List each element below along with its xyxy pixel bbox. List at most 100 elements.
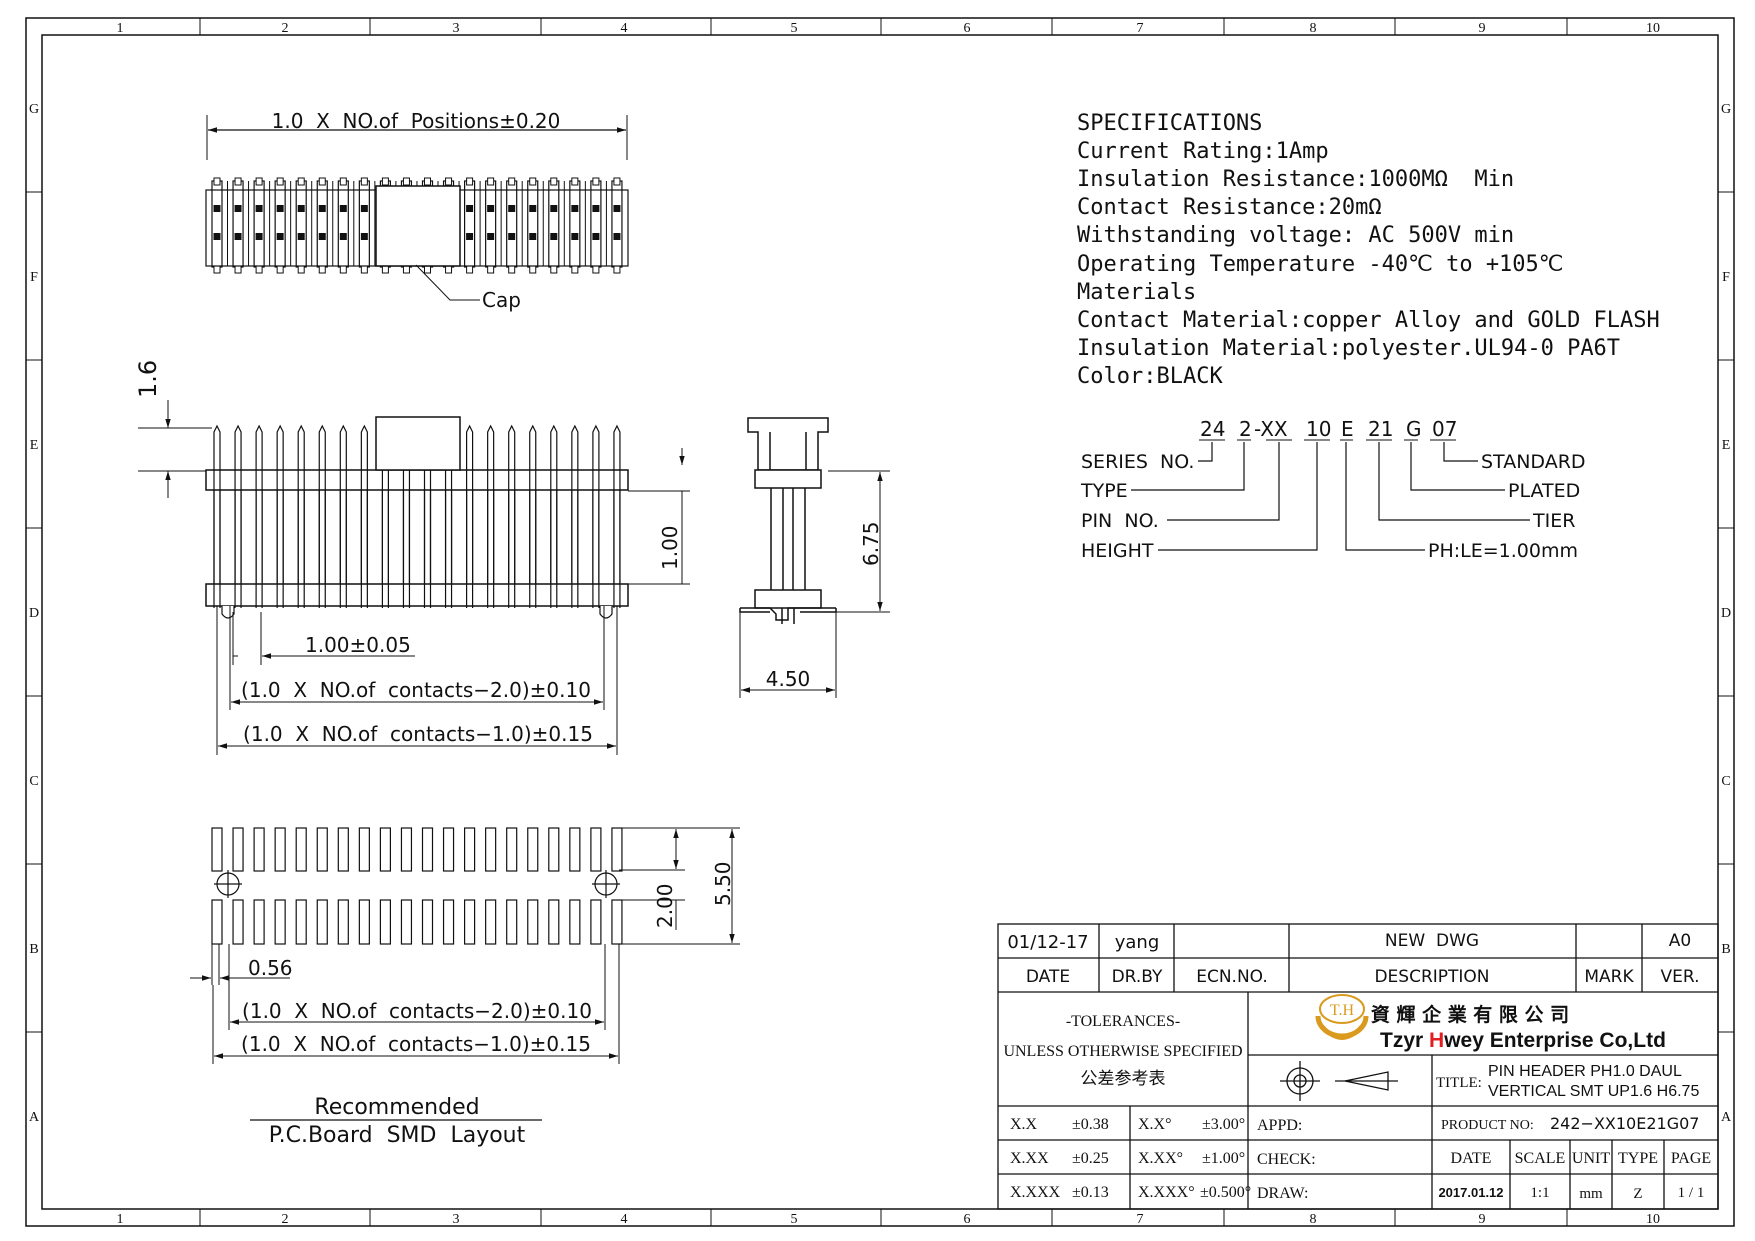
code-seg-height: E: [1341, 417, 1354, 441]
val-unit: mm: [1579, 1186, 1603, 1202]
top-pin-contact: [592, 205, 600, 212]
pcb-pad: [379, 899, 391, 945]
top-pin-body: [232, 180, 244, 268]
top-pin-tip: [424, 265, 431, 274]
zone-col-label: 10: [1646, 1212, 1660, 1227]
zone-col-label: 3: [453, 21, 460, 36]
top-pin-contact: [297, 205, 305, 212]
pcb-pad: [548, 827, 560, 872]
tol-a-2: X.XXX: [1010, 1184, 1061, 1201]
pcb-pad: [316, 827, 328, 872]
top-pin-contact: [234, 205, 242, 212]
pcb-pad: [358, 899, 370, 945]
pcb-pad: [611, 899, 623, 945]
contacts-1-dim-label: (1.0 X NO.of contacts−1.0)±0.15: [243, 722, 593, 746]
zone-col-label: 2: [282, 21, 289, 36]
code-seg-plated: G: [1406, 417, 1422, 441]
pcb-pad: [253, 827, 265, 872]
top-pin-tip: [402, 177, 410, 186]
pcb-pad: [590, 899, 602, 945]
pcb-pad: [527, 899, 539, 945]
zone-col-label: 4: [621, 21, 628, 36]
top-pin-tip: [276, 265, 284, 274]
rev-by: yang: [1115, 932, 1160, 953]
top-pin-body: [337, 180, 349, 268]
code-label-plated: PLATED: [1508, 480, 1580, 502]
hdr-mark: MARK: [1584, 967, 1634, 987]
top-pin-tip: [402, 265, 410, 274]
tolerances-unless: UNLESS OTHERWISE SPECIFIED: [1003, 1043, 1242, 1060]
top-pin-tip: [276, 177, 284, 186]
top-pin-tip: [466, 265, 474, 274]
front-pin: [571, 424, 579, 608]
top-pin-tip: [360, 177, 368, 186]
zone-col-label: 8: [1310, 21, 1317, 36]
zone-col-label: 7: [1137, 21, 1144, 36]
zone-row-label: A: [29, 1110, 40, 1125]
tol-d-2: ±0.500°: [1200, 1184, 1251, 1201]
top-pin-body: [316, 180, 328, 268]
pitch-dim-label: 1.00±0.05: [305, 633, 411, 657]
top-pin-contact: [318, 205, 326, 212]
title-label: TITLE:: [1436, 1075, 1482, 1091]
zone-col-label: 4: [621, 1212, 628, 1227]
tol-d-0: ±3.00°: [1202, 1116, 1245, 1133]
pcb-pad: [274, 899, 286, 945]
spec-line: Current Rating:1Amp: [1077, 139, 1329, 164]
dim-5-50-label: 5.50: [711, 861, 735, 906]
front-pin: [592, 424, 600, 608]
pcb-pad: [337, 899, 349, 945]
front-pin: [213, 424, 221, 608]
top-pin-contact: [234, 233, 242, 240]
tol-b-1: ±0.25: [1072, 1150, 1109, 1167]
top-pin-tip: [381, 265, 389, 274]
pcb-pad: [590, 827, 602, 872]
top-pin-tip: [255, 265, 263, 274]
pcb-pad: [337, 827, 349, 872]
top-pin-tip: [508, 177, 516, 186]
tolerances-title: -TOLERANCES-: [1066, 1013, 1180, 1030]
top-pin-tip: [550, 265, 558, 274]
tol-c-1: X.XX°: [1138, 1150, 1183, 1167]
top-pin-tip: [508, 265, 516, 274]
top-pin-contact: [276, 205, 284, 212]
top-pin-tip: [466, 177, 474, 186]
rev-version: A0: [1669, 931, 1691, 951]
top-pin-tip: [213, 265, 221, 274]
code-label-pitch: PH:LE=1.00mm: [1428, 540, 1578, 562]
code-seg-standard: 07: [1432, 417, 1457, 441]
top-pin-tip: [339, 265, 347, 274]
top-pin-contact: [508, 205, 516, 212]
front-view-pin-shafts: [213, 470, 621, 619]
front-locating-peg: [599, 606, 613, 619]
pcb-pad: [485, 899, 497, 945]
front-pin: [339, 424, 347, 608]
top-pin-contact: [487, 233, 495, 240]
top-pin-body: [485, 180, 497, 268]
zone-row-label: C: [29, 774, 38, 789]
top-pin-tip: [487, 177, 495, 186]
zone-row-label: G: [1721, 102, 1731, 117]
top-pin-contact: [360, 233, 368, 240]
top-pin-contact: [213, 233, 221, 240]
front-pin: [529, 424, 537, 608]
zone-col-label: 8: [1310, 1212, 1317, 1227]
col-scale: SCALE: [1515, 1150, 1566, 1167]
title-line2: VERTICAL SMT UP1.6 H6.75: [1488, 1083, 1699, 1100]
top-pin-body: [358, 180, 370, 268]
code-label-standard: STANDARD: [1481, 451, 1586, 473]
front-pin: [234, 424, 242, 608]
tol-a-1: X.XX: [1010, 1150, 1049, 1167]
top-pin-tip: [234, 177, 242, 186]
col-page: PAGE: [1671, 1150, 1711, 1167]
pcb-pad: [442, 899, 455, 945]
code-seg-pin: 10: [1306, 417, 1331, 441]
top-pin-contact: [571, 205, 579, 212]
top-pin-body: [211, 180, 223, 268]
col-unit: UNIT: [1572, 1150, 1610, 1167]
zone-col-label: 5: [791, 21, 798, 36]
top-pin-tip: [445, 177, 453, 186]
pcb-pad: [611, 827, 623, 872]
top-pin-tip: [529, 177, 537, 186]
code-seg-series: 24: [1200, 417, 1225, 441]
